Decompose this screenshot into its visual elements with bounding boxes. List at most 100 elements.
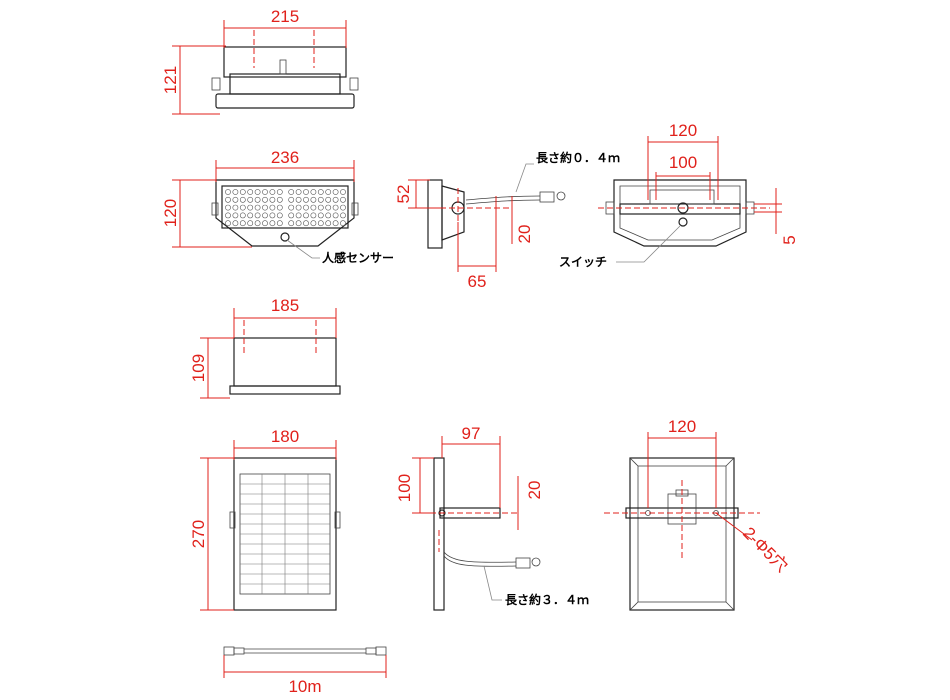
sensor-top-body (223, 46, 347, 78)
led-icon (232, 196, 239, 203)
dim-sensor-front-width: 236 (271, 148, 299, 167)
panel-back-view: 120 2-Φ5穴 (604, 417, 792, 611)
sensor-side-cable (465, 199, 541, 205)
sensor-front-view: 236 120 人感センサー (161, 148, 394, 265)
led-icon (310, 204, 317, 211)
led-icon (332, 204, 339, 211)
led-icon (288, 189, 295, 195)
led-icon (239, 212, 246, 219)
led-icon (310, 189, 317, 195)
dim-panel-back-width: 120 (668, 417, 696, 436)
dim-panel-side-height: 100 (395, 474, 414, 502)
sensor-back-knob-left (605, 201, 615, 215)
panel-front-view: 180 270 (189, 427, 341, 611)
leader-line (286, 239, 320, 259)
panel-side-connector (515, 557, 531, 569)
led-icon (310, 220, 317, 227)
sensor-side-housing (441, 185, 465, 241)
leader-line (715, 512, 753, 541)
panel-side-body (433, 457, 445, 611)
led-icon (288, 196, 295, 203)
dim-sensor-side-height: 52 (394, 185, 413, 204)
dim-panel-side-arm: 20 (525, 481, 544, 500)
led-icon (295, 212, 302, 219)
label-cable-sensor: 長さ約０．４ｍ (536, 150, 620, 165)
sensor-back-housing (613, 179, 747, 247)
panel-side-cable (443, 555, 517, 567)
led-icon (340, 189, 346, 195)
led-icon (239, 196, 246, 203)
led-icon (276, 204, 283, 211)
sensor-front-led-frame (221, 185, 349, 229)
sensor-back-inner (619, 185, 741, 241)
led-icon (303, 189, 309, 195)
dim-cable-length: 10m (288, 677, 321, 696)
sensor-side-body (427, 179, 443, 249)
led-icon (317, 220, 324, 227)
label-cable-panel: 長さ約３．４ｍ (505, 592, 589, 607)
sensor-front-knob-left (211, 202, 219, 216)
led-icon (325, 196, 332, 203)
led-icon (303, 220, 309, 227)
dim-sensor-front-height: 120 (161, 199, 180, 227)
led-icon (232, 189, 239, 195)
led-icon (295, 196, 302, 203)
panel-side-view: 97 100 20 長さ約３．４ｍ (395, 424, 589, 611)
dim-hole-spec: 2-Φ5穴 (739, 523, 791, 575)
led-icon (225, 189, 231, 195)
led-icon (295, 220, 302, 227)
led-icon (317, 189, 324, 195)
sensor-back-plate (649, 189, 715, 205)
led-icon (310, 212, 317, 219)
led-icon (239, 220, 246, 227)
led-icon (325, 189, 332, 195)
led-icon (295, 204, 302, 211)
led-icon (325, 212, 332, 219)
led-icon (276, 189, 283, 195)
led-icon (232, 212, 239, 219)
cable-plug-right (375, 646, 387, 656)
label-motion-sensor: 人感センサー (322, 250, 394, 265)
panel-side-cable (443, 551, 517, 563)
led-icon (254, 220, 261, 227)
led-icon (225, 196, 231, 203)
led-icon (303, 212, 309, 219)
dim-sensor-back-outer: 120 (669, 121, 697, 140)
led-icon (340, 204, 346, 211)
led-icon (232, 220, 239, 227)
led-icon (340, 196, 346, 203)
sensor-top-base (215, 93, 355, 109)
sensor-back-view: 120 100 5 スイッチ (559, 121, 799, 269)
led-icon (254, 196, 261, 203)
led-icon (317, 196, 324, 203)
sensor-side-view: 52 65 20 長さ約０．４ｍ (394, 150, 620, 291)
led-icon (262, 196, 268, 203)
led-icon (262, 189, 268, 195)
led-icon (288, 212, 295, 219)
switch-icon (678, 217, 688, 227)
led-icon (276, 220, 283, 227)
led-icon (332, 220, 339, 227)
panel-top-body (233, 337, 337, 387)
dim-sensor-back-inner: 100 (669, 153, 697, 172)
led-icon (232, 204, 239, 211)
led-icon (310, 196, 317, 203)
solar-cell-grid (240, 474, 330, 594)
led-icon (340, 212, 346, 219)
leader-line (616, 225, 681, 263)
led-icon (276, 212, 283, 219)
led-icon (269, 196, 276, 203)
label-switch: スイッチ (559, 255, 607, 269)
cable-plug-left (223, 646, 235, 656)
dim-panel-side-depth: 97 (462, 424, 481, 443)
led-icon (239, 189, 246, 195)
panel-front-frame (233, 457, 337, 611)
led-icon (303, 196, 309, 203)
sensor-side-connector (539, 191, 555, 203)
panel-side-plug (531, 557, 541, 567)
led-icon (325, 220, 332, 227)
led-icon (262, 220, 268, 227)
panel-front-knob-right (334, 511, 341, 529)
sensor-side-plug (556, 191, 566, 201)
panel-back-inner (637, 465, 727, 603)
